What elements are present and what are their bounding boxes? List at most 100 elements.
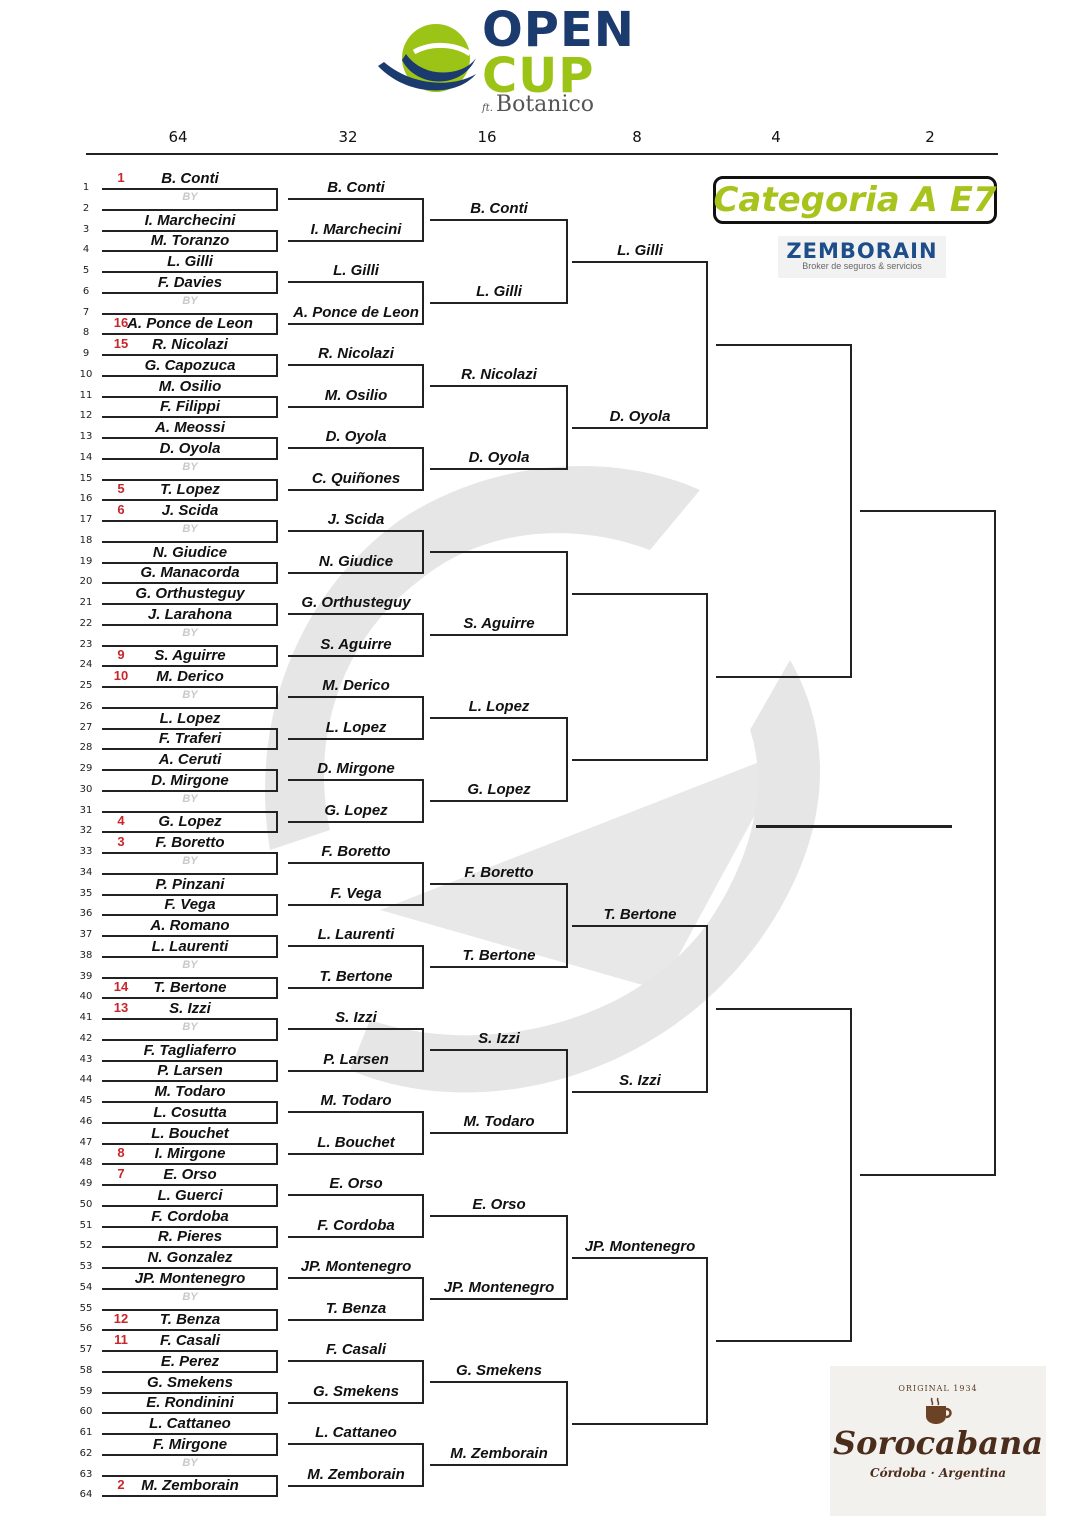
slot-line-r64: [102, 437, 278, 439]
slot-bracket-r2: [994, 509, 996, 1176]
slot-line-r64: [102, 333, 278, 336]
row-number: 49: [79, 1178, 93, 1189]
player-r16: D. Oyola: [468, 449, 530, 467]
zemborain-name: ZEMBORAIN: [786, 239, 938, 263]
row-number: 42: [79, 1032, 93, 1044]
player-r64: I. Mirgone: [154, 1145, 226, 1163]
player-r64: N. Gonzalez: [147, 1249, 233, 1266]
logo-word-open: OPEN: [482, 2, 635, 58]
player-r64: BY: [182, 854, 198, 867]
slot-line-r16: [430, 800, 568, 803]
seed-badge: 1: [117, 170, 125, 185]
slot-bracket-r32: [422, 862, 424, 906]
slot-line-r32: [288, 239, 424, 242]
slot-line-r8: [572, 924, 708, 927]
player-r64: F. Cordoba: [151, 1207, 229, 1225]
slot-line-r64: [102, 1391, 278, 1394]
player-r64: E. Orso: [163, 1166, 217, 1183]
slot-line-r32: [288, 1484, 424, 1487]
row-number: 32: [79, 825, 93, 837]
player-r8: D. Oyola: [609, 407, 671, 425]
slot-line-r32: [288, 1360, 424, 1363]
slot-line-r2: [860, 1173, 996, 1176]
row-number: 27: [79, 721, 93, 733]
row-number: 30: [79, 783, 93, 795]
player-r64: R. Nicolazi: [152, 336, 228, 353]
slot-line-r32: [288, 737, 424, 740]
slot-line-r16: [430, 219, 568, 222]
player-r64: BY: [182, 1020, 198, 1033]
row-number: 5: [82, 265, 90, 276]
slot-bracket-r64: [276, 395, 278, 419]
row-number: 33: [79, 846, 93, 857]
slot-line-r16: [430, 1381, 568, 1384]
row-number: 60: [79, 1406, 93, 1418]
slot-bracket-r64: [276, 810, 278, 834]
slot-line-r32: [288, 405, 424, 408]
slot-line-r16: [430, 1464, 568, 1467]
slot-bracket-r16: [566, 883, 568, 969]
player-r64: S. Izzi: [169, 1000, 211, 1017]
player-r16: S. Izzi: [478, 1030, 520, 1048]
slot-line-r16: [430, 468, 568, 471]
player-r64: L. Lopez: [159, 709, 221, 727]
slot-line-r64: [102, 1018, 278, 1020]
player-r64: BY: [182, 626, 198, 639]
slot-line-r32: [288, 488, 424, 491]
row-number: 9: [82, 348, 90, 359]
slot-bracket-r32: [422, 1111, 424, 1155]
slot-bracket-r32: [422, 364, 424, 408]
player-r32: L. Cattaneo: [315, 1424, 397, 1442]
player-r64: BY: [182, 294, 198, 307]
row-number: 24: [79, 659, 93, 671]
seed-badge: 3: [117, 834, 125, 849]
player-r64: BY: [182, 1290, 198, 1303]
player-r16: F. Boretto: [464, 864, 534, 882]
row-number: 39: [79, 970, 93, 982]
slot-line-r64: [102, 582, 278, 585]
player-r16: B. Conti: [470, 200, 528, 218]
player-r32: F. Casali: [325, 1341, 387, 1359]
player-r32: M. Todaro: [320, 1092, 392, 1110]
slot-bracket-r64: [276, 686, 278, 709]
row-number: 37: [79, 929, 93, 940]
row-number: 19: [79, 555, 93, 567]
player-r32: G. Orthusteguy: [301, 594, 411, 612]
player-r64: J. Scida: [161, 502, 219, 519]
slot-line-r64: [102, 955, 278, 958]
player-r32: B. Conti: [327, 179, 385, 197]
slot-bracket-r64: [276, 478, 278, 502]
slot-line-r64: [102, 291, 278, 294]
slot-bracket-r64: [276, 561, 278, 585]
seed-badge: 11: [114, 1332, 128, 1347]
player-r64: L. Guerci: [157, 1186, 223, 1204]
player-r32: L. Gilli: [333, 262, 379, 280]
player-r64: R. Pieres: [157, 1228, 223, 1246]
player-r64: F. Davies: [157, 273, 223, 291]
champion-line: [756, 825, 952, 828]
player-r64: G. Orthusteguy: [135, 585, 245, 602]
slot-line-r64: [102, 1412, 278, 1415]
slot-bracket-r8: [706, 592, 708, 761]
player-r32: I. Marchecini: [310, 220, 402, 238]
row-number: 20: [79, 576, 93, 588]
player-r64: E. Rondinini: [146, 1394, 234, 1412]
seed-badge: 16: [113, 315, 129, 331]
slot-line-r32: [288, 903, 424, 906]
player-r64: L. Bouchet: [151, 1124, 229, 1142]
player-r64: F. Mirgone: [152, 1435, 228, 1453]
player-r64: F. Vega: [164, 896, 216, 914]
row-number: 3: [82, 223, 90, 235]
row-number: 11: [79, 389, 93, 401]
sorocabana-location: Córdoba · Argentina: [870, 1466, 1006, 1480]
slot-bracket-r64: [276, 437, 278, 460]
seed-badge: 6: [117, 502, 125, 517]
row-number: 41: [79, 1012, 93, 1023]
slot-line-r32: [288, 820, 424, 823]
slot-line-r64: [102, 1101, 278, 1103]
slot-line-r32: [288, 986, 424, 989]
player-r32: M. Osilio: [324, 386, 388, 404]
player-r64: D. Oyola: [159, 439, 221, 457]
slot-line-r16: [430, 551, 568, 554]
player-r16: T. Bertone: [462, 947, 536, 965]
